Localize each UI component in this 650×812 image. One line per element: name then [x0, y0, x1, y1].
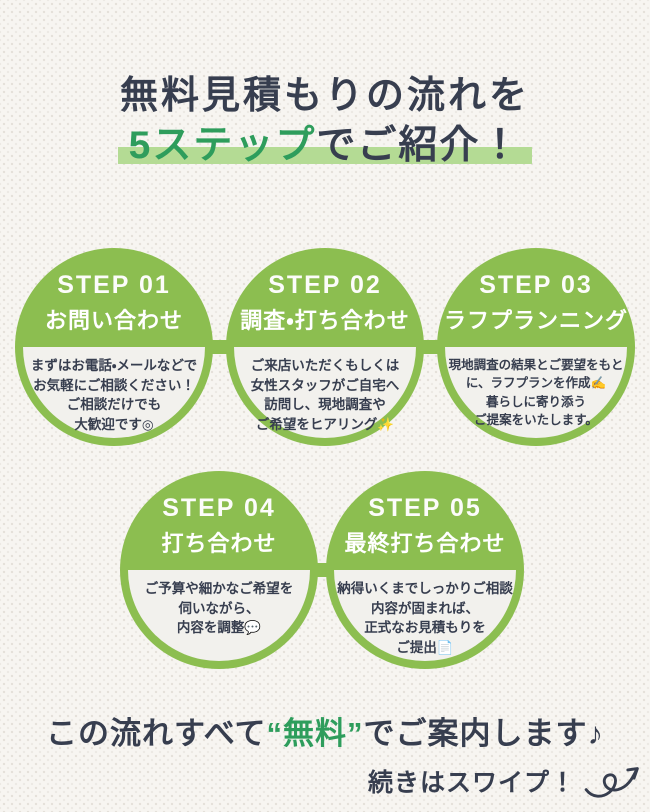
- footer-message: この流れすべて“無料”でご案内します♪: [0, 708, 650, 753]
- step-2-number: STEP 02: [268, 271, 382, 299]
- subtitle-accent: 5ステップ: [128, 124, 317, 167]
- subtitle-text: 5ステップでご紹介！: [129, 124, 522, 167]
- step-2-title: 調査・打ち合わせ: [240, 308, 410, 333]
- swipe-hint: 続きはスワイプ！: [368, 758, 644, 804]
- step-2-description: ご来店いただくもしくは 女性スタッフがご自宅へ 訪問し、現地調査や ご希望をヒア…: [250, 358, 400, 433]
- footer-suffix: でご案内します♪: [363, 716, 605, 751]
- step-circle-5: STEP 05 最終打ち合わせ 納得いくまでしっかりご相談 内容が固まれば、 正…: [326, 471, 524, 669]
- step-5-title: 最終打ち合わせ: [344, 531, 506, 556]
- subtitle-highlight-bar: [118, 147, 532, 164]
- swipe-arrow-icon: [580, 758, 644, 804]
- step-3-number: STEP 03: [479, 271, 593, 299]
- subtitle-rest: でご紹介！: [316, 124, 522, 167]
- step-4-number: STEP 04: [162, 494, 276, 522]
- step-circle-3: STEP 03 ラフプランニング 現地調査の結果とご要望をもと に、ラフプランを…: [437, 248, 635, 446]
- step-1-number: STEP 01: [57, 271, 171, 299]
- step-3-description: 現地調査の結果とご要望をもと に、ラフプランを作成✍️ 暮らしに寄り添う ご提案…: [448, 358, 624, 427]
- step-1-title: お問い合わせ: [44, 308, 183, 333]
- step-4-title: 打ち合わせ: [161, 531, 277, 556]
- footer-accent: “無料”: [266, 716, 364, 751]
- page-subtitle: 5ステップでご紹介！: [0, 114, 650, 170]
- step-5-description: 納得いくまでしっかりご相談 内容が固まれば、 正式なお見積もりを ご提出📄: [337, 581, 513, 656]
- footer-prefix: この流れすべて: [45, 716, 267, 751]
- swipe-hint-text: 続きはスワイプ！: [367, 769, 576, 797]
- step-4-description: ご予算や細かなご希望を 伺いながら、 内容を調整💬: [144, 581, 294, 636]
- step-circle-4: STEP 04 打ち合わせ ご予算や細かなご希望を 伺いながら、 内容を調整💬: [120, 471, 318, 669]
- step-circle-1: STEP 01 お問い合わせ まずはお電話・メールなどで お気軽にご相談ください…: [15, 248, 213, 446]
- step-1-description: まずはお電話・メールなどで お気軽にご相談ください！ ご相談だけでも 大歓迎です…: [30, 358, 198, 433]
- step-3-title: ラフプランニング: [443, 308, 628, 333]
- page-title: 無料見積もりの流れを: [119, 75, 530, 117]
- step-circle-2: STEP 02 調査・打ち合わせ ご来店いただくもしくは 女性スタッフがご自宅へ…: [226, 248, 424, 446]
- step-5-number: STEP 05: [368, 494, 482, 522]
